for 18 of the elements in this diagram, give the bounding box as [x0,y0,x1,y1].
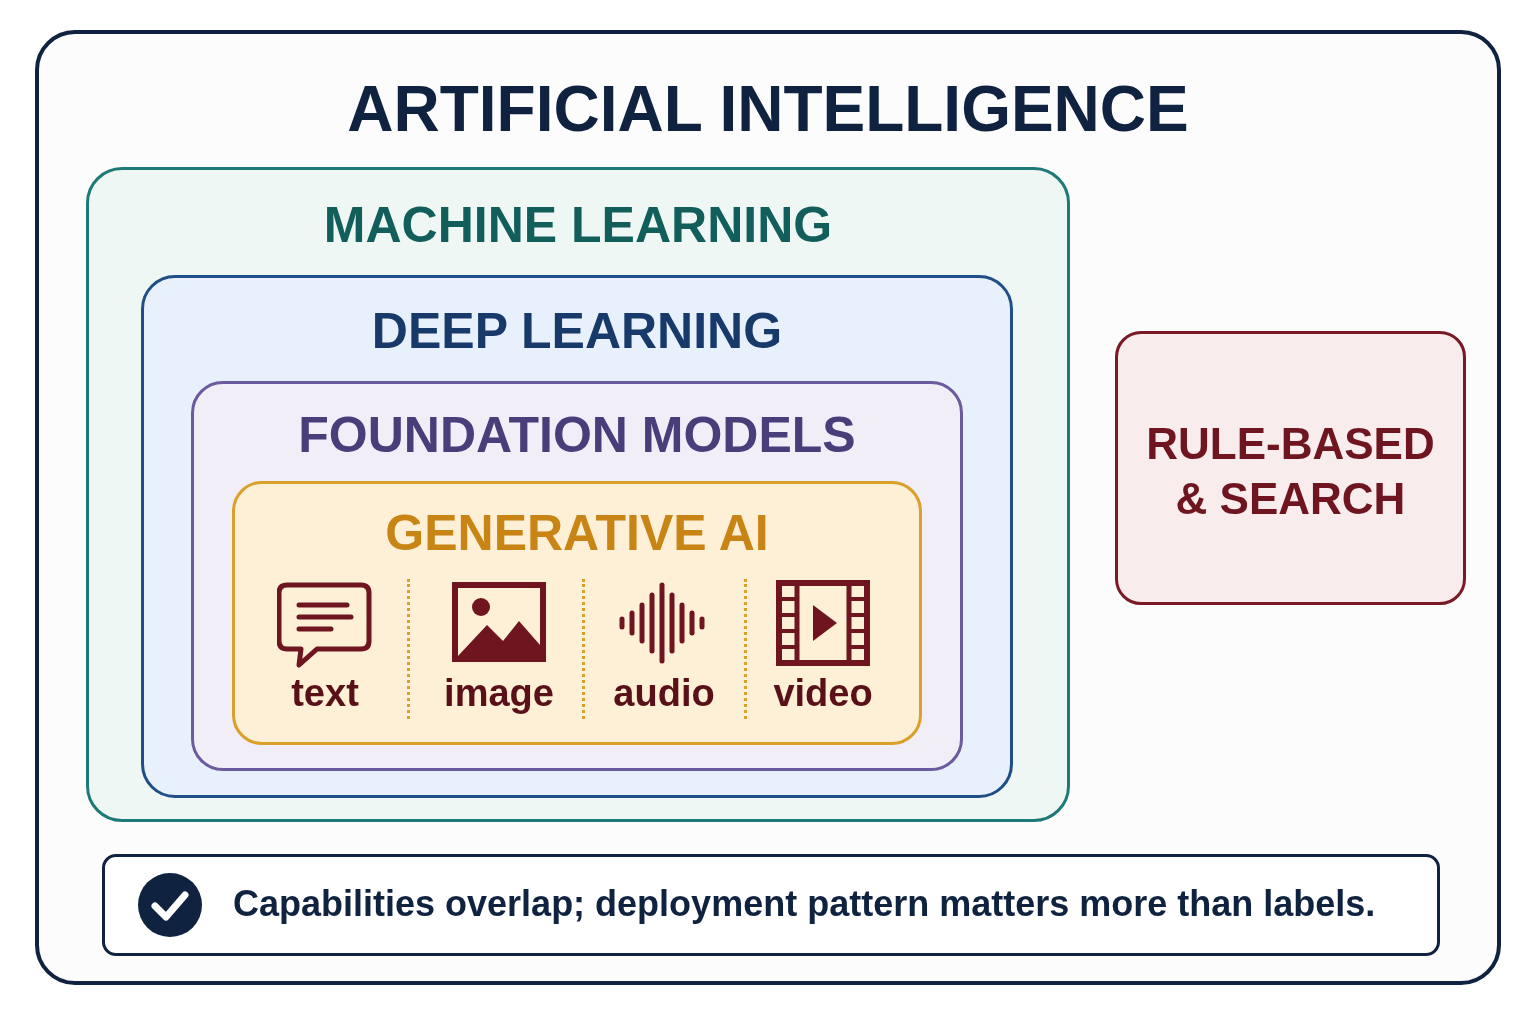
group-box [232,481,922,745]
group-title: FOUNDATION MODELS [297,406,857,464]
outer-frame [35,30,1501,985]
modality-label: text [290,672,360,715]
group-box [86,167,1070,822]
group-title: GENERATIVE AI [384,504,770,562]
modality-label: image [443,672,555,715]
modality-label: video [772,672,874,715]
group-box [141,275,1013,798]
group-title: RULE-BASED & SEARCH [1145,418,1436,525]
note-box [102,854,1440,956]
modality-label: audio [612,672,716,715]
group-box [191,381,963,771]
group-title: DEEP LEARNING [370,302,784,360]
note-text: Capabilities overlap; deployment pattern matters more than labels. [233,883,1376,925]
group-title: ARTIFICIAL INTELLIGENCE [346,72,1190,146]
category-box [1115,331,1466,605]
group-title: MACHINE LEARNING [322,196,834,254]
